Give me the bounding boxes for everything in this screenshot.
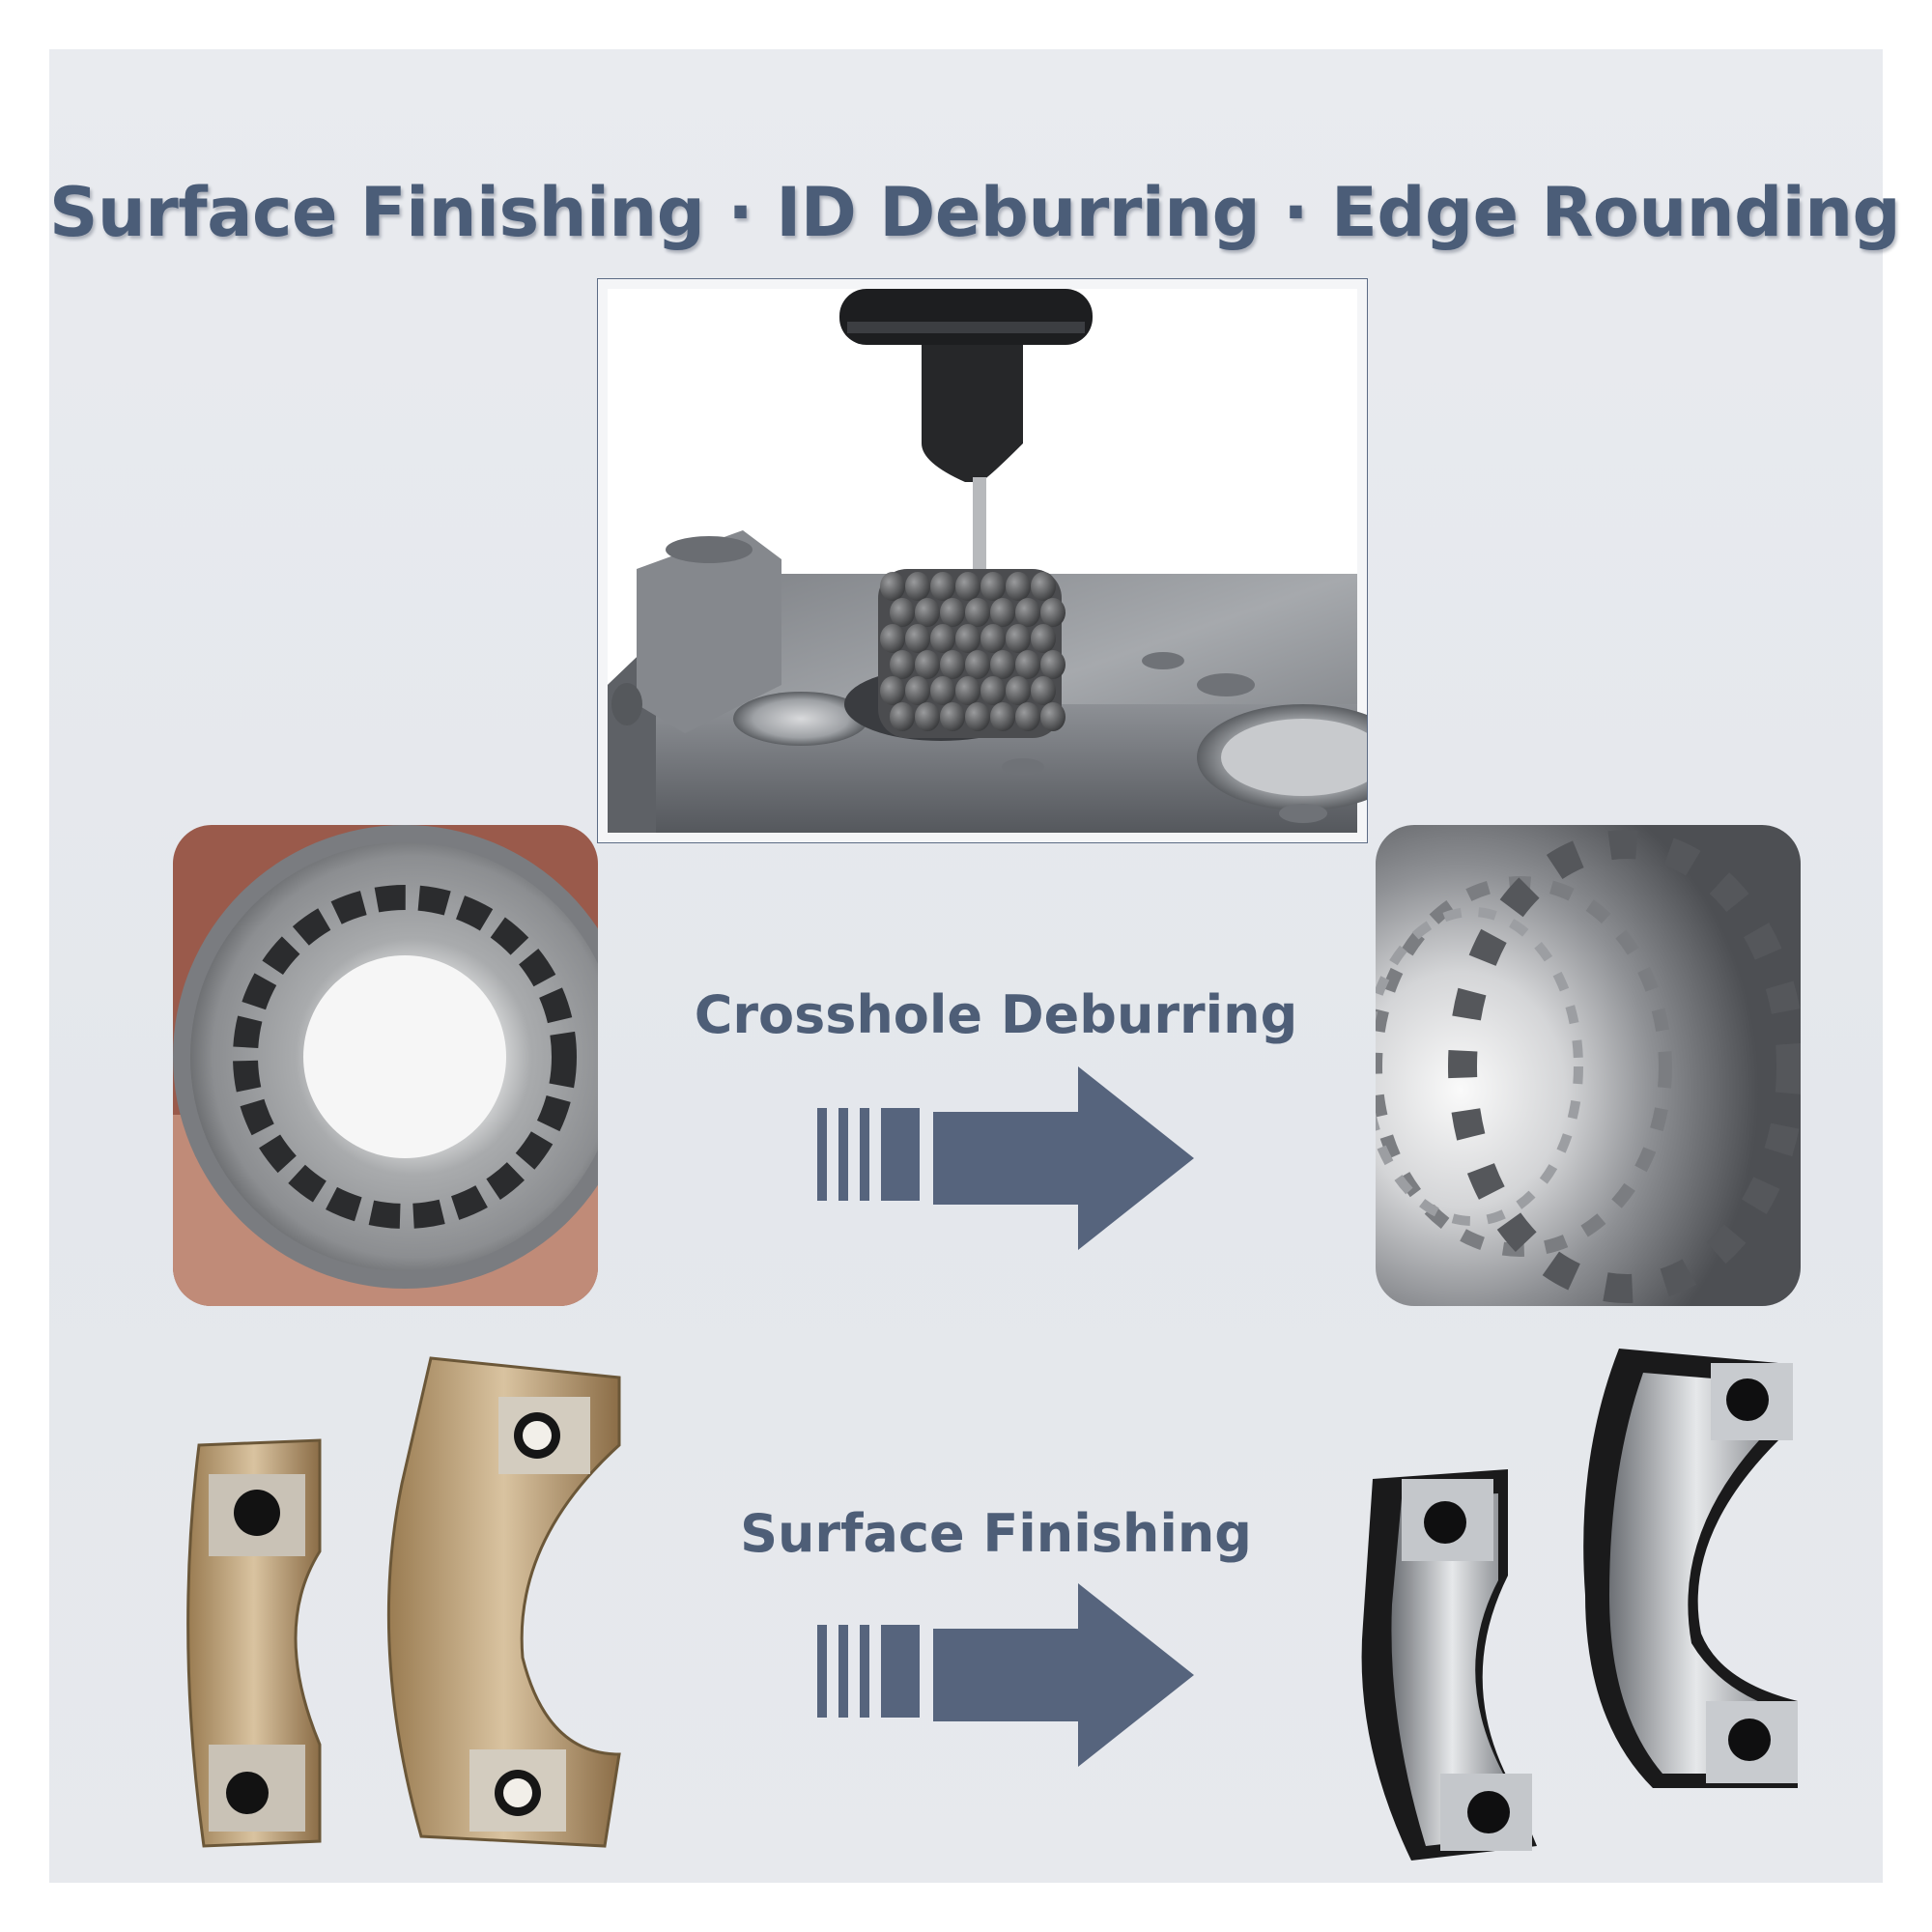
abrasive-ball <box>980 676 1006 705</box>
hero-image-frame <box>597 278 1409 843</box>
abrasive-ball <box>1006 676 1031 705</box>
abrasive-ball <box>930 624 955 653</box>
abrasive-ball <box>1040 702 1065 731</box>
abrasive-ball <box>980 572 1006 601</box>
abrasive-ball <box>1006 624 1031 653</box>
abrasive-ball <box>880 572 905 601</box>
abrasive-ball <box>1006 572 1031 601</box>
abrasive-ball <box>1040 598 1065 627</box>
abrasive-ball <box>990 650 1015 679</box>
abrasive-ball <box>890 702 915 731</box>
abrasive-ball <box>905 676 930 705</box>
right-arrow-1 <box>817 1066 1194 1250</box>
abrasive-ball <box>940 598 965 627</box>
abrasive-ball <box>965 598 990 627</box>
abrasive-ball <box>965 702 990 731</box>
abrasive-ball <box>955 624 980 653</box>
abrasive-ball <box>1040 650 1065 679</box>
abrasive-ball <box>1031 676 1056 705</box>
abrasive-ball <box>1031 572 1056 601</box>
content-panel: Surface Finishing · ID Deburring · Edge … <box>49 49 1901 1883</box>
abrasive-ball <box>965 650 990 679</box>
abrasive-ball <box>915 702 940 731</box>
abrasive-ball <box>905 624 930 653</box>
abrasive-ball <box>905 572 930 601</box>
abrasive-ball <box>980 624 1006 653</box>
abrasive-ball <box>990 598 1015 627</box>
after-crosshole-image <box>1376 825 1801 1306</box>
abrasive-ball <box>915 598 940 627</box>
abrasive-ball <box>890 598 915 627</box>
page-title: Surface Finishing · ID Deburring · Edge … <box>49 173 1901 252</box>
abrasive-ball <box>1015 650 1040 679</box>
abrasive-ball <box>915 650 940 679</box>
after-bearing-caps-image <box>1344 1334 1846 1875</box>
before-crosshole-image <box>173 825 598 1306</box>
flex-hone-tool-image <box>608 289 1409 833</box>
before-bearing-caps-image <box>180 1339 643 1851</box>
abrasive-ball <box>940 650 965 679</box>
surface-finishing-label: Surface Finishing <box>740 1503 1252 1564</box>
crosshole-deburring-label: Crosshole Deburring <box>694 984 1298 1045</box>
abrasive-ball <box>940 702 965 731</box>
abrasive-ball <box>890 650 915 679</box>
abrasive-ball <box>990 702 1015 731</box>
abrasive-ball <box>955 572 980 601</box>
right-arrow-2 <box>817 1583 1194 1767</box>
abrasive-ball <box>880 624 905 653</box>
abrasive-ball <box>1015 702 1040 731</box>
abrasive-ball <box>955 676 980 705</box>
abrasive-ball <box>880 676 905 705</box>
abrasive-ball <box>1031 624 1056 653</box>
abrasive-ball <box>930 572 955 601</box>
abrasive-ball <box>1015 598 1040 627</box>
abrasive-ball <box>930 676 955 705</box>
